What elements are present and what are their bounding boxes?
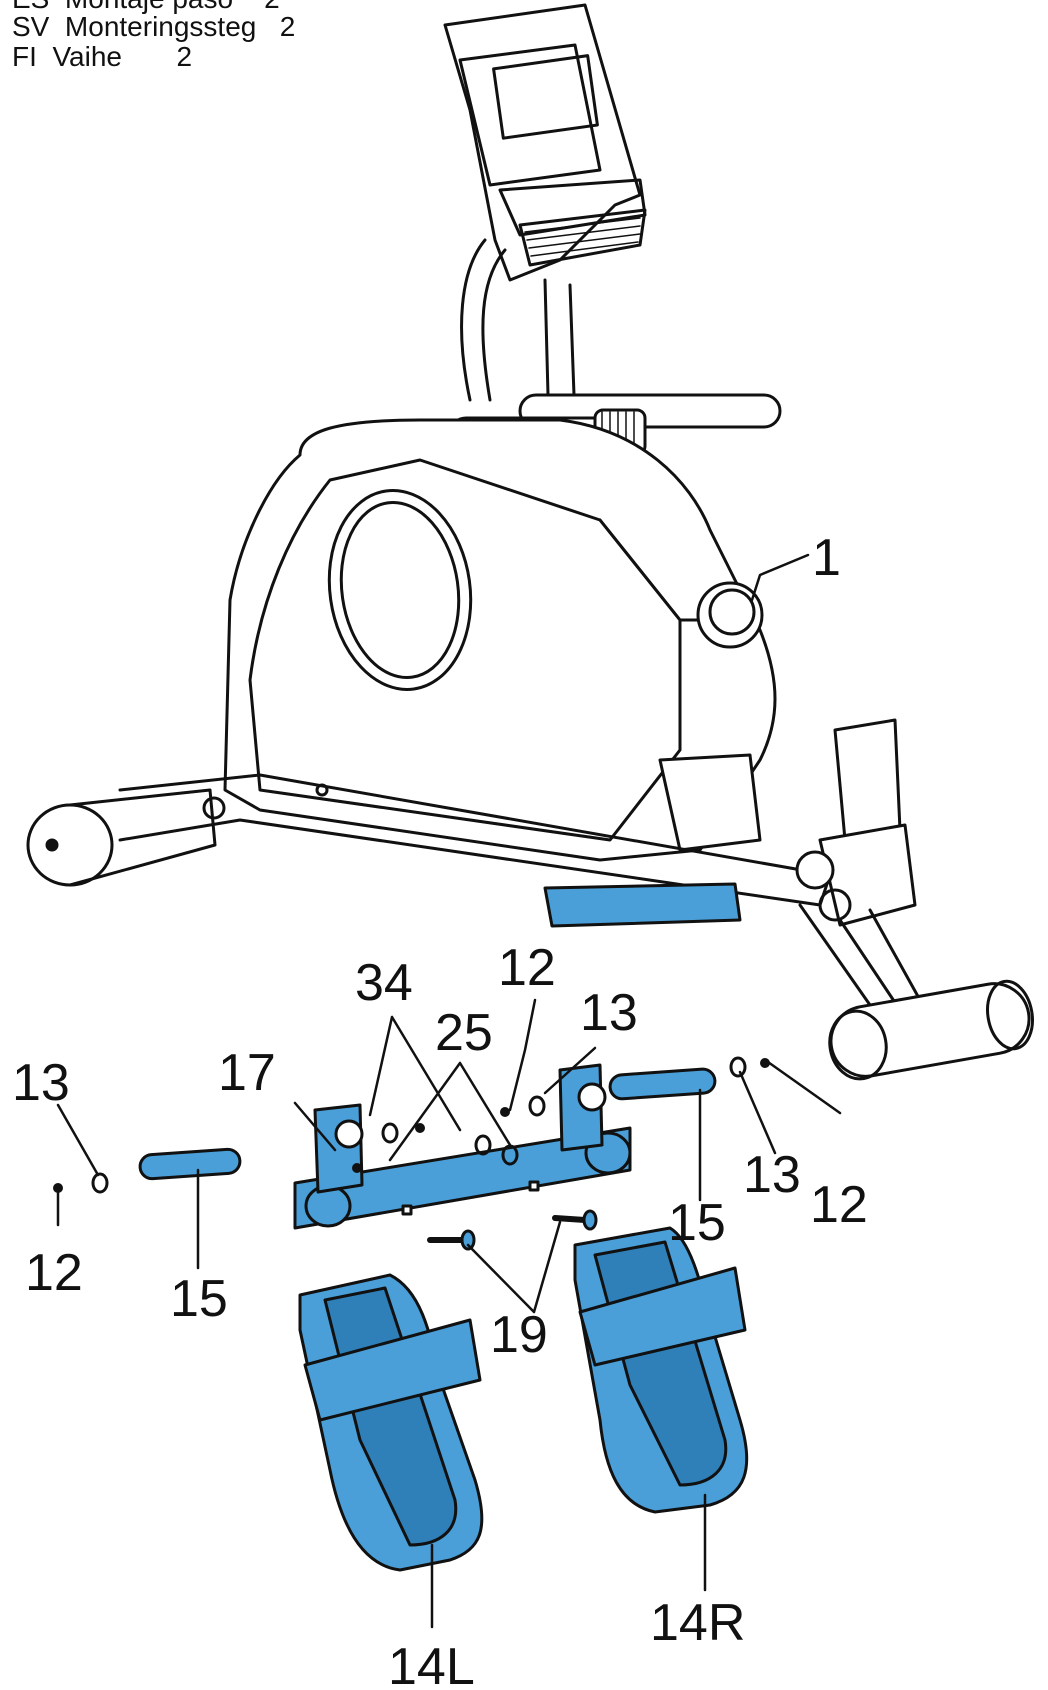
header-lang-sv: SV	[12, 11, 50, 42]
callout-19: 19	[490, 1306, 548, 1364]
callout-12-left: 12	[25, 1244, 83, 1302]
header-line-sv: SV Monteringssteg 2	[12, 12, 295, 42]
callout-34: 34	[355, 954, 413, 1012]
header-lang-es: ES	[12, 0, 49, 14]
crossbar-assembly	[293, 1063, 632, 1230]
callout-13-left: 13	[12, 1054, 70, 1112]
pedal-right	[573, 1226, 749, 1514]
mount-bracket	[543, 882, 742, 928]
callout-15-left: 15	[170, 1270, 228, 1328]
axle-left	[138, 1147, 242, 1181]
callout-14L: 14L	[388, 1638, 475, 1690]
header-step-es: 2	[264, 0, 280, 14]
axle-right	[608, 1067, 717, 1101]
callout-1: 1	[812, 529, 841, 587]
callout-13-top: 13	[580, 984, 638, 1042]
callout-17: 17	[218, 1044, 276, 1102]
callout-12-top: 12	[498, 939, 556, 997]
callout-13-right: 13	[743, 1146, 801, 1204]
pedal-left	[298, 1273, 484, 1572]
header-text-es: Montaje paso	[65, 0, 233, 14]
callout-14R: 14R	[650, 1594, 745, 1652]
header-text-fi: Vaihe	[52, 41, 122, 72]
callout-labels: 1 34 25 17 12 13 13 12 15 15 13 12 19 14…	[12, 529, 868, 1690]
console-illustration	[443, 3, 647, 402]
header-step-sv: 2	[279, 11, 296, 42]
callout-25: 25	[435, 1004, 493, 1062]
callout-15-right: 15	[668, 1194, 726, 1252]
header-lang-fi: FI	[12, 41, 37, 72]
frame-rail-illustration	[26, 718, 1034, 1081]
header-line-fi: FI Vaihe 2	[12, 42, 192, 72]
housing-illustration	[223, 418, 777, 862]
header-step-fi: 2	[176, 41, 193, 72]
leader-lines	[56, 553, 842, 1629]
header-line-es: ES Montaje paso 2	[12, 0, 280, 14]
callout-12-right: 12	[810, 1176, 868, 1234]
hardware-small	[53, 1058, 770, 1193]
header-text-sv: Monteringssteg	[64, 11, 257, 42]
bolt-19-right	[552, 1215, 588, 1223]
